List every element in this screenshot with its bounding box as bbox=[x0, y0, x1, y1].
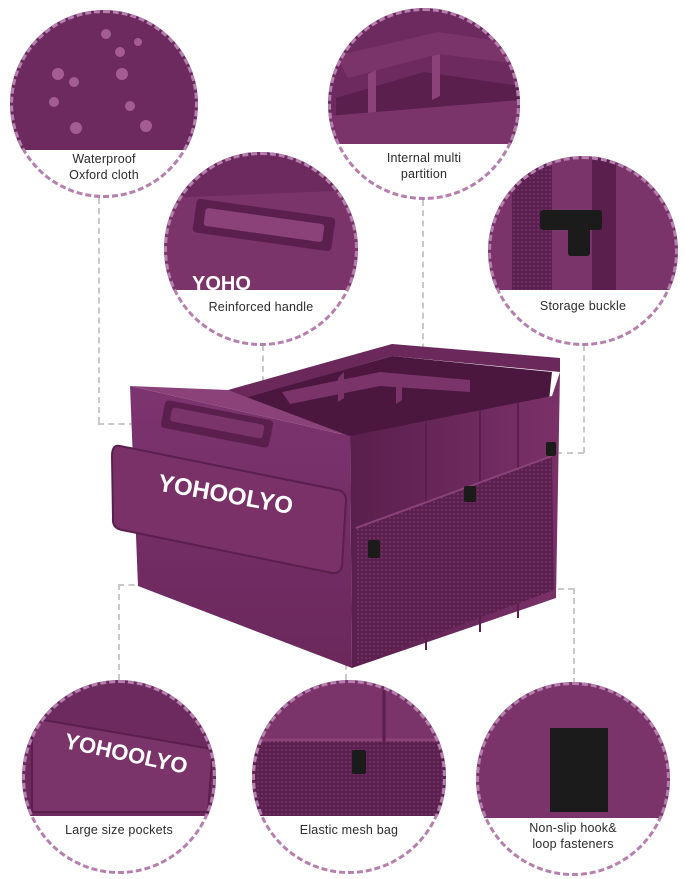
brand-logo-main: YOHOOLYO bbox=[156, 470, 295, 520]
leader-line-buckle-h bbox=[556, 452, 584, 454]
feature-label-handle: Reinforced handle bbox=[208, 300, 314, 314]
feature-label-pockets: Large size pockets bbox=[65, 823, 173, 837]
feature-bubble-handle: YOHO Reinforced handle bbox=[164, 152, 358, 346]
feature-label-hookloop: Non-slip hook&loop fasteners bbox=[529, 821, 617, 851]
leader-line-buckle bbox=[583, 345, 585, 453]
leader-line-hookloop-h bbox=[468, 588, 574, 590]
handle-photo: YOHO bbox=[164, 152, 358, 346]
feature-bubble-hookloop: Non-slip hook&loop fasteners bbox=[476, 682, 670, 876]
leader-line-hookloop bbox=[573, 588, 575, 684]
feature-bubble-mesh: Elastic mesh bag bbox=[252, 680, 446, 874]
velcro-photo bbox=[476, 682, 670, 876]
feature-bubble-pockets: YOHOOLYO Large size pockets bbox=[22, 680, 216, 874]
pocket-photo: YOHOOLYO bbox=[22, 680, 216, 874]
leader-line-pockets-h bbox=[118, 584, 208, 586]
svg-text:YOHO: YOHO bbox=[192, 273, 251, 295]
leader-line-waterproof bbox=[98, 198, 100, 423]
leader-line-mesh bbox=[345, 592, 347, 680]
leader-line-waterproof-h bbox=[98, 423, 166, 425]
feature-label-mesh: Elastic mesh bag bbox=[299, 823, 399, 837]
leader-line-handle bbox=[262, 345, 264, 445]
leader-line-partition bbox=[422, 200, 424, 370]
mesh-photo bbox=[252, 680, 446, 874]
buckle-photo bbox=[488, 156, 678, 346]
feature-bubble-buckle: Storage buckle bbox=[488, 156, 678, 346]
oxford-cloth-texture bbox=[10, 10, 198, 198]
feature-label-buckle: Storage buckle bbox=[539, 299, 627, 313]
leader-line-pockets bbox=[118, 584, 120, 680]
leader-line-mesh-h bbox=[345, 592, 383, 594]
